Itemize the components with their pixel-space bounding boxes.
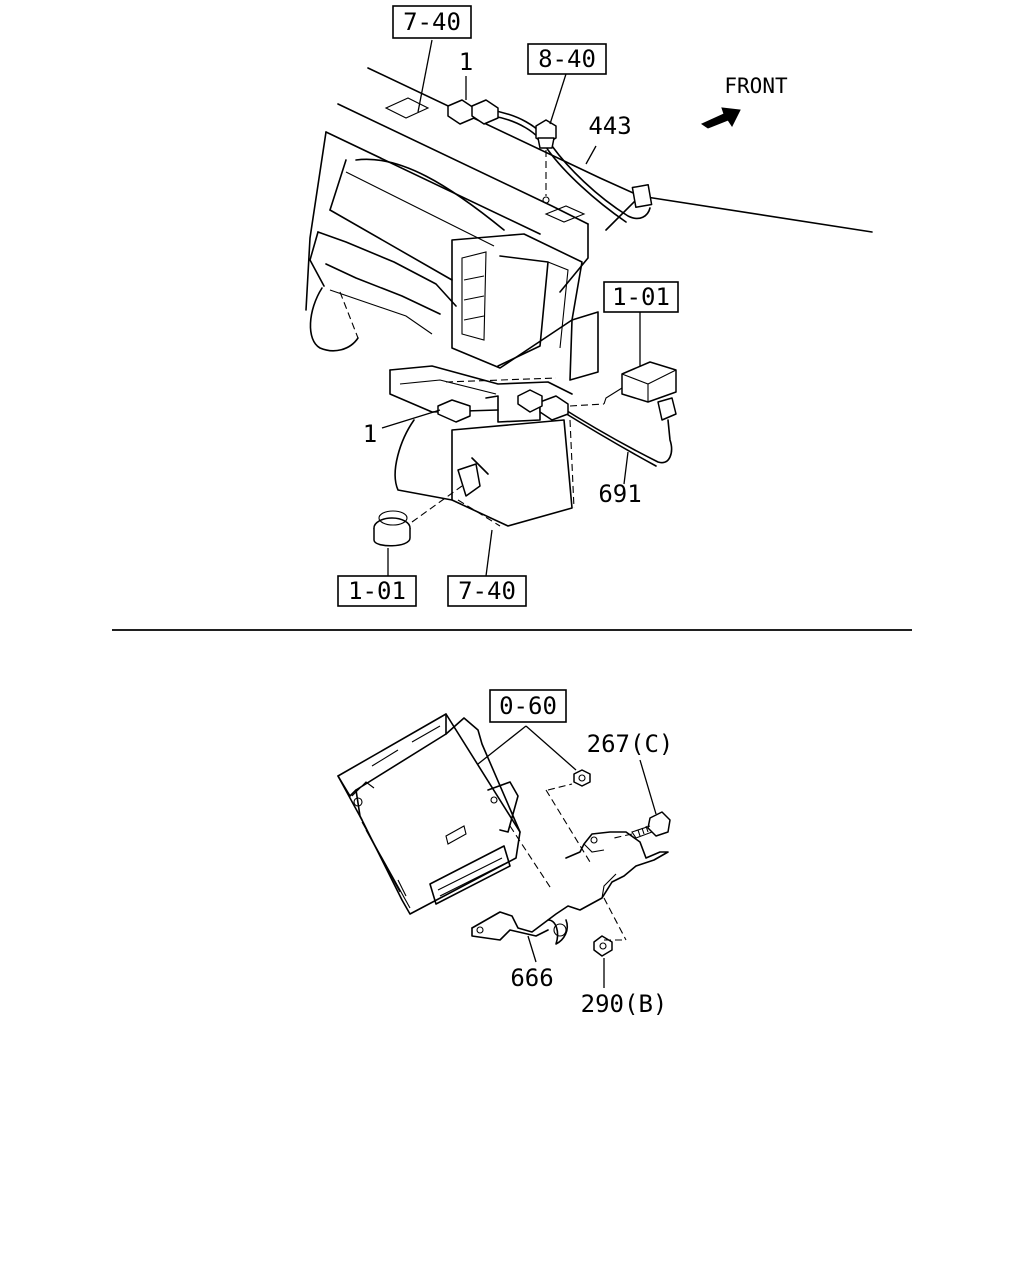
ref-8-40[interactable]: 8-40 [527,43,607,75]
ref-1-01-right[interactable]: 1-01 [603,281,679,313]
svg-text:0-60: 0-60 [499,692,557,720]
harness-691 [539,395,673,467]
front-label: FRONT [724,74,788,98]
part-443-label[interactable]: 443 [588,112,631,140]
switch-1-01-bottom [373,485,463,547]
nut-top [547,769,591,791]
part-666-label[interactable]: 666 [510,964,553,992]
part-1-left-label[interactable]: 1 [363,420,377,448]
leaders-top [381,39,641,577]
switch-1-01-right [603,361,677,421]
bracket-666 [471,831,669,945]
part-1-top-label[interactable]: 1 [459,48,473,76]
control-unit-0-60 [337,713,521,915]
connector-1-left [437,389,543,423]
leaders-bottom [477,725,657,988]
part-267c-label[interactable]: 267(C) [587,730,674,758]
harness-443 [469,107,653,223]
ref-0-60[interactable]: 0-60 [489,689,567,723]
bolt-267c [613,811,671,839]
nut-290b [593,935,613,957]
front-direction-arrow [700,107,741,129]
svg-text:1-01: 1-01 [348,577,406,605]
svg-text:7-40: 7-40 [403,8,461,36]
part-691-label[interactable]: 691 [598,480,641,508]
ref-7-40-bottom[interactable]: 7-40 [447,575,527,607]
sensor-8-40 [535,119,557,204]
svg-text:1-01: 1-01 [612,283,670,311]
ref-7-40-top[interactable]: 7-40 [392,5,472,39]
assembly-lines-bottom [509,789,627,941]
svg-text:8-40: 8-40 [538,45,596,73]
svg-text:7-40: 7-40 [458,577,516,605]
ref-1-01-bottom[interactable]: 1-01 [337,575,417,607]
connector-1-top [447,99,499,125]
part-290b-label[interactable]: 290(B) [581,990,668,1018]
